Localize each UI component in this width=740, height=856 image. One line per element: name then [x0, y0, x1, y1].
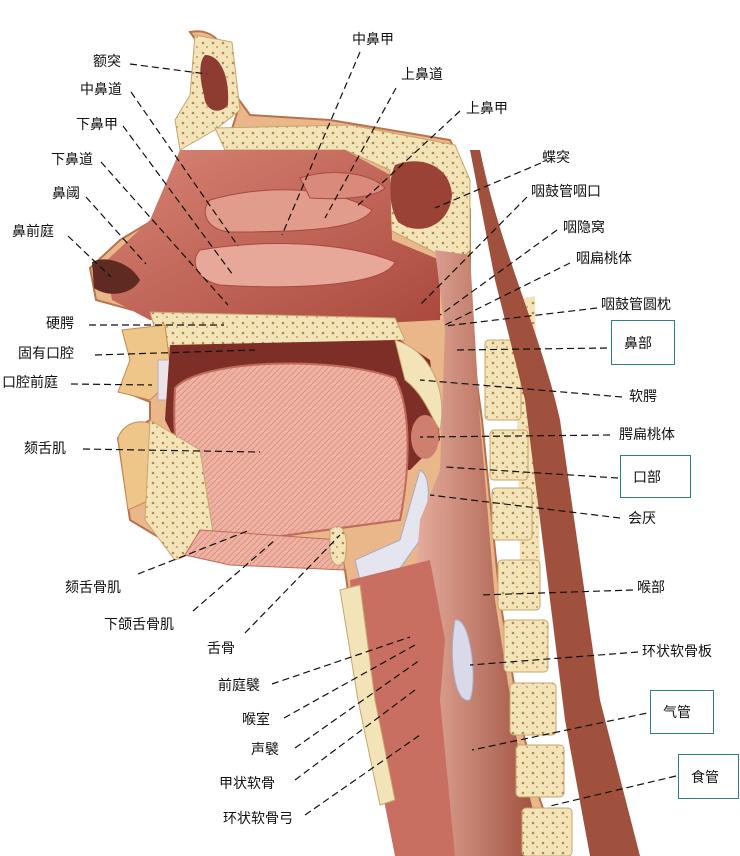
cricoid-lamina — [451, 619, 474, 701]
nostril — [92, 259, 140, 294]
leader-line — [100, 161, 229, 306]
label-mylohyoid: 下颌舌骨肌 — [104, 617, 174, 633]
leader-line — [324, 87, 397, 219]
leader-line — [419, 196, 528, 306]
leader-line — [244, 534, 341, 634]
leader-line — [283, 644, 416, 719]
leader-line — [439, 229, 558, 316]
hyoid — [329, 525, 347, 566]
leader-line — [70, 383, 153, 386]
label-inferior-meatus: 下鼻道 — [51, 152, 93, 168]
thyroid-cartilage — [339, 584, 396, 806]
frontal-sinus-cavity — [200, 55, 229, 111]
leader-line — [354, 110, 461, 209]
leader-line — [67, 235, 112, 278]
label-nasopharynx: 鼻部 — [611, 320, 675, 365]
larynx — [350, 560, 455, 856]
leader-line — [122, 125, 234, 276]
label-esophagus: 食管 — [678, 754, 739, 799]
nasal-cavity — [105, 150, 440, 330]
label-sphenoid-sinus: 蝶突 — [542, 150, 570, 166]
leader-line — [294, 659, 421, 749]
label-middle-meatus: 中鼻道 — [80, 82, 122, 98]
posterior-neck — [470, 150, 640, 856]
label-vocal-fold: 声襞 — [251, 742, 279, 758]
leader-line — [130, 91, 239, 247]
sphenoid-sinus-cavity — [390, 161, 452, 229]
palatine-tonsil — [411, 415, 439, 459]
label-pharyngeal-recess: 咽隐窝 — [563, 220, 605, 236]
leader-line — [419, 379, 623, 398]
leader-line — [294, 689, 416, 781]
label-oral-vestibule: 口腔前庭 — [2, 375, 58, 391]
label-geniohyoid: 颏舌骨肌 — [65, 580, 121, 596]
label-nasal-vestibule: 鼻前庭 — [12, 224, 54, 240]
label-torus-tubarius: 咽鼓管圆枕 — [601, 297, 671, 313]
leader-line — [129, 63, 208, 75]
label-laryngopharynx: 喉部 — [637, 580, 665, 596]
label-palatine-tonsil: 腭扁桃体 — [619, 427, 675, 443]
leader-line — [434, 162, 542, 209]
leader-line — [137, 529, 251, 575]
leader-line — [94, 349, 256, 356]
leader-line — [281, 51, 361, 236]
leader-line — [444, 466, 619, 479]
label-vestibular-fold: 前庭襞 — [218, 678, 260, 694]
leader-line — [444, 262, 571, 326]
soft-palate — [394, 339, 443, 432]
middle-turbinate — [204, 189, 373, 233]
label-soft-palate: 软腭 — [629, 389, 657, 405]
leader-lines — [67, 51, 677, 816]
label-oral-cavity-proper: 固有口腔 — [18, 346, 74, 362]
leader-line — [82, 448, 261, 453]
leader-line — [444, 307, 598, 327]
leader-line — [271, 636, 411, 685]
label-frontal-sinus: 额突 — [93, 54, 121, 70]
leader-line — [429, 494, 621, 519]
label-hyoid-bone: 舌骨 — [207, 641, 235, 657]
leader-line — [304, 734, 421, 816]
label-epiglottis: 会厌 — [628, 511, 656, 527]
leader-line — [454, 347, 608, 351]
label-middle-turbinate: 中鼻甲 — [352, 32, 394, 48]
label-laryngeal-ventricle: 喉室 — [242, 712, 270, 728]
label-oropharynx: 口部 — [620, 455, 691, 498]
leader-line — [85, 196, 147, 265]
label-superior-turbinate: 上鼻甲 — [466, 101, 508, 117]
label-pharyngeal-tonsil: 咽扁桃体 — [576, 251, 632, 267]
leader-line — [192, 539, 276, 612]
label-inferior-turbinate: 下鼻甲 — [76, 117, 118, 133]
leader-line — [471, 710, 658, 751]
leader-line — [479, 589, 634, 596]
label-cricoid-lamina: 环状软骨板 — [642, 644, 712, 660]
label-pharyngeal-opening-eustachian: 咽鼓管咽口 — [531, 184, 601, 200]
label-genioglossus: 颏舌肌 — [24, 441, 66, 457]
leader-line — [469, 651, 639, 666]
label-hard-palate: 硬腭 — [46, 316, 74, 332]
label-superior-meatus: 上鼻道 — [401, 67, 443, 83]
leader-line — [419, 434, 611, 438]
label-cricoid-arch: 环状软骨弓 — [223, 811, 293, 827]
label-thyroid-cartilage: 甲状软骨 — [219, 776, 275, 792]
label-nasal-limen: 鼻阈 — [52, 186, 80, 202]
label-trachea: 气管 — [650, 690, 714, 734]
